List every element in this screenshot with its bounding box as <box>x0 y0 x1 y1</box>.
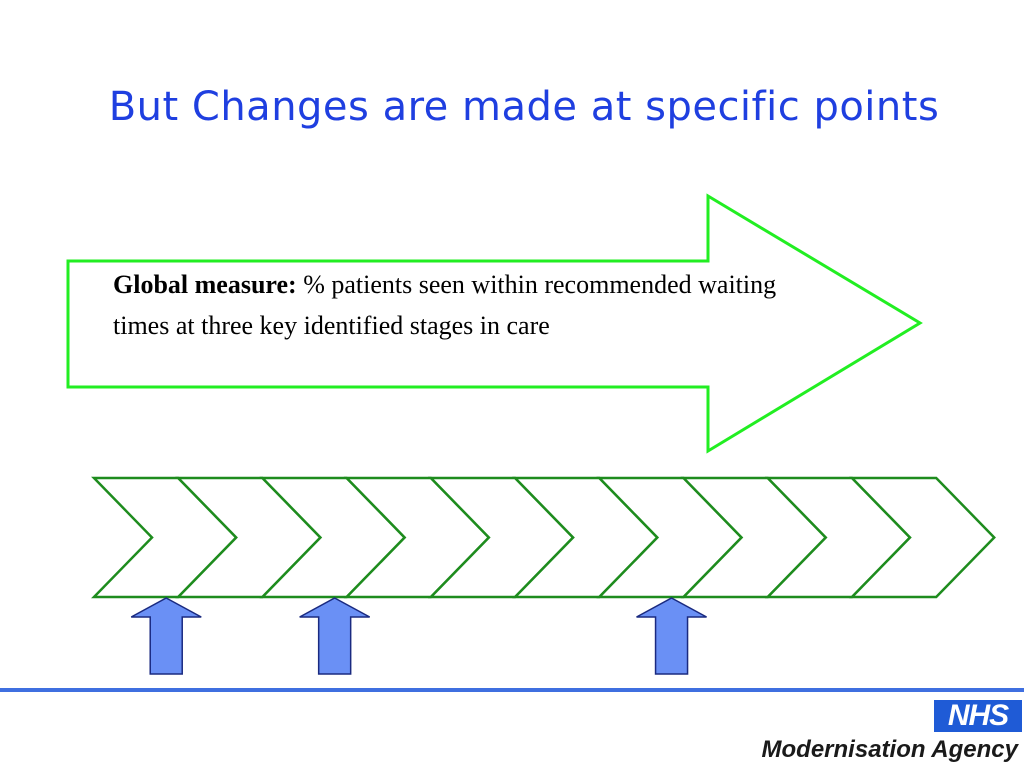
change-point-arrow <box>636 597 707 675</box>
global-measure-text: Global measure: % patients seen within r… <box>113 264 833 346</box>
change-point-arrows <box>130 597 707 675</box>
process-diagram <box>66 193 996 675</box>
process-chevron <box>849 476 996 599</box>
footer-rule <box>0 688 1024 692</box>
agency-name: Modernisation Agency <box>761 736 1018 763</box>
slide-title: But Changes are made at specific points <box>108 84 940 130</box>
change-point-arrow <box>299 597 371 675</box>
global-measure-label: Global measure: <box>113 270 297 299</box>
process-chevrons <box>91 476 996 599</box>
change-point-arrow <box>130 597 202 675</box>
nhs-logo: NHS <box>934 700 1022 732</box>
global-measure-arrow <box>66 193 923 454</box>
global-measure-description: % patients seen within recommended waiti… <box>113 270 777 340</box>
